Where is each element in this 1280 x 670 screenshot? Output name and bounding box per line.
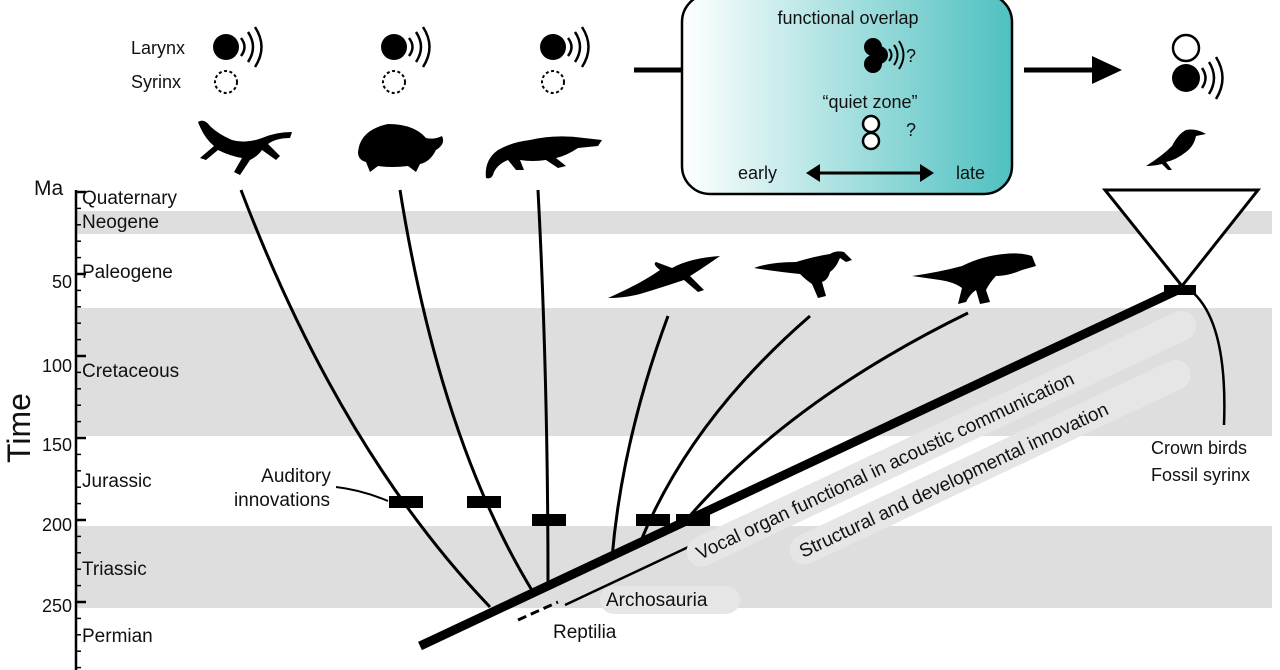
period-quaternary: Quaternary [82,188,178,209]
auditory-label-line1: Auditory [261,466,331,487]
early-arrow-head [806,164,820,182]
late-label: late [956,163,985,183]
syrinx-absent-icon [214,70,238,94]
branch-tyrannosaur [686,311,969,519]
syrinx-absent-icon [382,70,406,94]
branch-dinosaur [638,314,811,544]
auditory-bars [389,496,710,526]
vocal-organ-crocodile [540,26,590,94]
auditory-bar-turtle [467,496,501,508]
reptilia-dashed [517,600,559,622]
overlap-icon [864,38,905,73]
minor-ticks [76,190,86,669]
branch-crocodile [536,189,550,587]
larynx-label: Larynx [131,38,185,58]
auditory-bar-pterosaur [636,514,670,526]
crown-birds-label: Crown birds [1151,438,1247,458]
pterosaur-silhouette-icon [608,256,720,298]
phylogeny-tree [239,188,1262,651]
tick-50: 50 [52,272,72,292]
main-trunk [418,283,1184,651]
arrow-to-birds-head [1092,56,1122,84]
period-jurassic: Jurassic [82,471,152,492]
tick-100: 100 [42,356,72,376]
early-label: early [738,163,777,183]
crocodile-silhouette-icon [485,136,602,179]
inset-box: functional overlap ? “quiet zone” ? earl… [680,0,1014,196]
archosauria-pill: Archosauria [600,586,740,614]
period-paleogene: Paleogene [82,262,173,283]
sound-waves-icon [1200,56,1224,100]
auditory-label-line2: innovations [234,490,330,511]
vocal-organ-turtle [381,26,431,94]
syrinx-icon [1172,64,1200,92]
syrinx-absent-icon [541,70,565,94]
axis-title: Time [1,393,37,463]
bird-silhouette-icon [1146,129,1206,170]
auditory-label: Auditory innovations [234,466,389,511]
auditory-bar-crocodile [532,514,566,526]
tyrannosaur-silhouette-icon [912,253,1036,304]
sound-waves-icon [239,26,263,68]
auditory-pointer [335,486,389,502]
band-neogene [76,211,1272,234]
period-neogene: Neogene [82,212,159,233]
crown-bird-triangle [1101,188,1262,289]
larynx-icon [213,34,239,60]
sound-waves-icon [407,26,431,68]
fossil-syrinx-label: Fossil syrinx [1151,465,1250,485]
vocal-organ-lizard [213,26,263,94]
sound-waves-icon [566,26,590,68]
syrinx-label: Syrinx [131,72,181,92]
larynx-icon [381,34,407,60]
axis-unit-label: Ma [34,177,63,200]
reptilia-label: Reptilia [553,622,617,643]
inset-title: functional overlap [777,8,918,28]
branch-pterosaur [610,315,670,559]
quiet-icon [861,114,881,151]
auditory-bar-dinosaur [676,514,710,526]
auditory-bar-lizard [389,496,423,508]
period-labels: Quaternary Neogene Paleogene Cretaceous … [82,188,179,647]
branch-fossil-syrinx [1189,289,1226,426]
crown-node-bar [1164,285,1196,295]
tick-150: 150 [42,435,72,455]
quiet-zone-label: “quiet zone” [822,92,917,112]
overlap-question: ? [906,46,916,66]
dinosaur-silhouette-icon [754,251,852,298]
archosauria-label: Archosauria [606,590,708,611]
period-triassic: Triassic [82,559,147,580]
late-arrow-head [920,164,934,182]
tick-250: 250 [42,596,72,616]
branch-lizard [239,189,492,609]
tick-200: 200 [42,515,72,535]
turtle-silhouette-icon [358,124,444,172]
larynx-icon [540,34,566,60]
lizard-silhouette-icon [198,120,292,175]
vocal-organ-bird [1171,33,1224,100]
period-permian: Permian [82,626,153,647]
period-cretaceous: Cretaceous [82,361,179,382]
branch-turtle [398,189,535,593]
larynx-quiet-icon [1171,33,1201,63]
time-axis: Ma 50 100 150 200 250 Time [1,177,86,670]
quiet-question: ? [906,120,916,140]
